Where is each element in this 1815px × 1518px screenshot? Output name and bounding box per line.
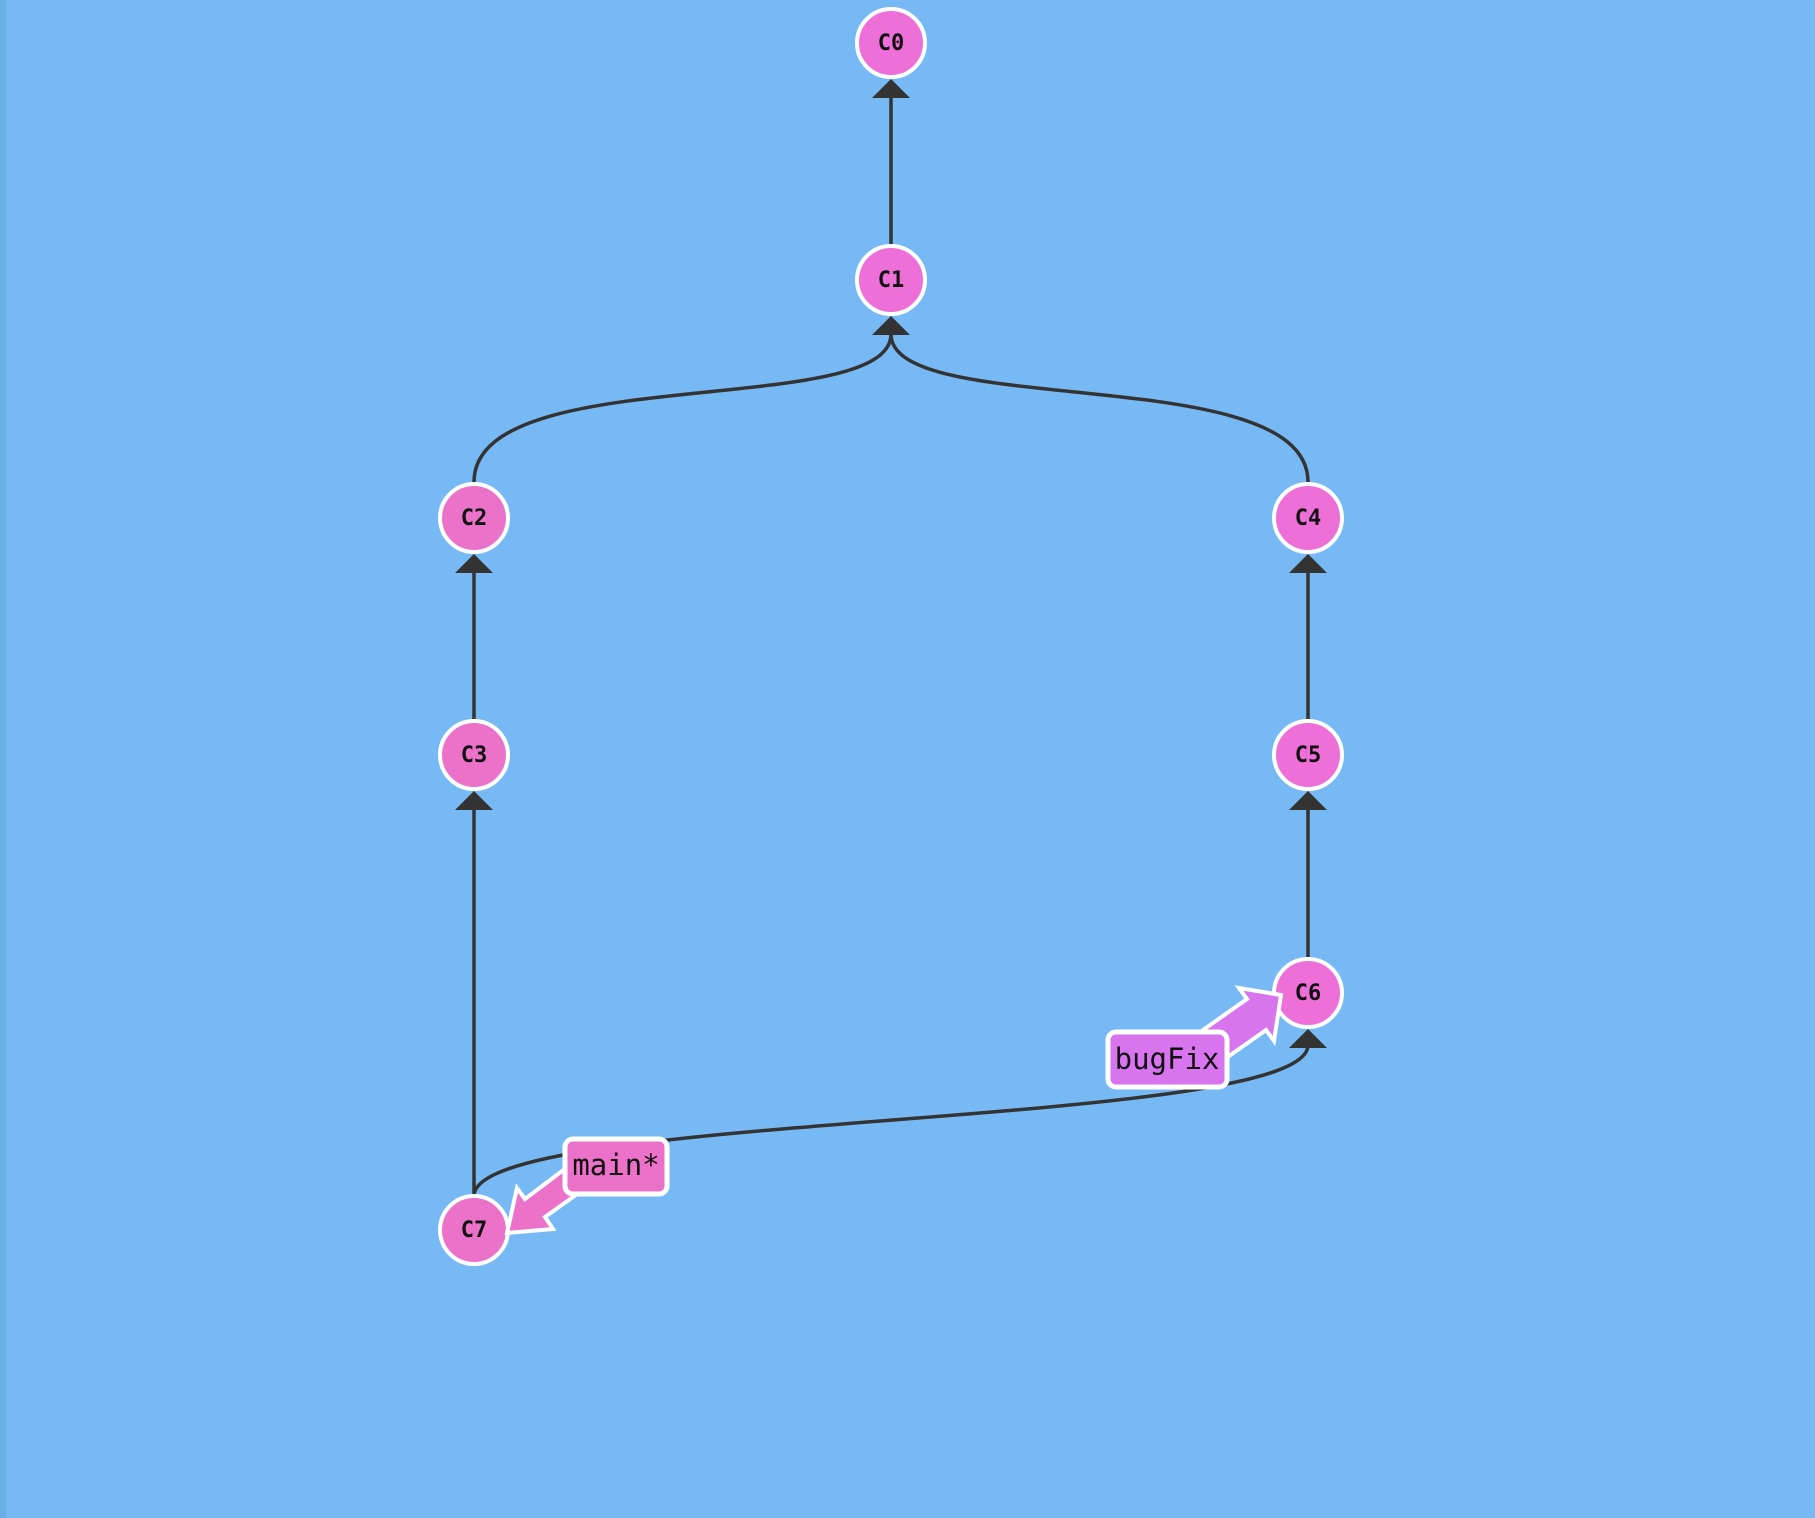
edge-c4-c1 — [889, 333, 1310, 483]
commit-circle — [1272, 719, 1344, 791]
branch-label-main[interactable]: main* — [504, 1136, 670, 1236]
commit-node-c3[interactable]: C3 — [438, 719, 510, 791]
commit-node-c1[interactable]: C1 — [855, 244, 927, 316]
commit-label: C5 — [1295, 743, 1322, 768]
arrowhead-c0 — [872, 79, 910, 98]
commit-label: C2 — [461, 506, 488, 531]
main-box — [562, 1136, 670, 1197]
commit-label: C4 — [1295, 506, 1322, 531]
commit-node-c4[interactable]: C4 — [1272, 482, 1344, 554]
commit-label: C1 — [878, 268, 905, 293]
commit-node-c0[interactable]: C0 — [855, 7, 927, 79]
commit-node-c2[interactable]: C2 — [438, 482, 510, 554]
commit-label: C0 — [878, 31, 905, 56]
arrowhead-c4 — [1289, 554, 1327, 573]
edge-c2-c1 — [472, 333, 893, 483]
commit-circle — [1272, 482, 1344, 554]
commit-circle — [855, 7, 927, 79]
commit-label: C6 — [1295, 981, 1322, 1006]
commit-node-c5[interactable]: C5 — [1272, 719, 1344, 791]
arrowhead-c3 — [455, 791, 493, 810]
commit-circle — [438, 719, 510, 791]
commit-node-c6[interactable]: C6 — [1272, 957, 1344, 1029]
commit-circle — [855, 244, 927, 316]
left-edge-strip — [0, 0, 6, 1518]
arrowhead-c6 — [1289, 1029, 1327, 1048]
bugfix-box — [1105, 1029, 1230, 1090]
arrowhead-c2 — [455, 554, 493, 573]
commit-circle — [438, 482, 510, 554]
bugfix-text: bugFix — [1115, 1042, 1220, 1076]
edges — [455, 79, 1327, 1197]
commit-label: C7 — [461, 1218, 488, 1243]
main-text: main* — [572, 1148, 659, 1182]
arrowhead-c1 — [872, 316, 910, 335]
branch-label-bugfix[interactable]: bugFix — [1105, 985, 1284, 1090]
commit-label: C3 — [461, 743, 488, 768]
commit-node-c7[interactable]: C7 — [438, 1194, 510, 1266]
arrowhead-c5 — [1289, 791, 1327, 810]
edge-c7-c6 — [472, 1044, 1310, 1197]
